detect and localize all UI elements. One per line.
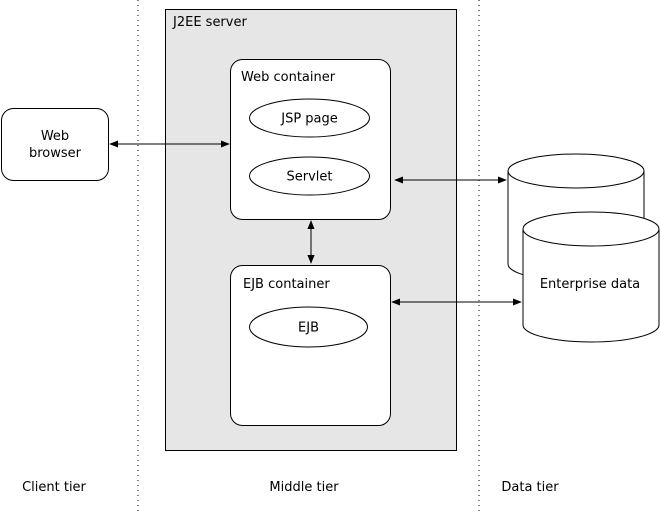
jsp-page-label: JSP page bbox=[280, 112, 338, 127]
web-container-label: Web container bbox=[241, 70, 336, 85]
database-cylinder-front bbox=[522, 211, 660, 343]
j2ee-server-label: J2EE server bbox=[172, 15, 247, 30]
web-browser-label-line2: browser bbox=[29, 146, 82, 161]
ejb-container-label: EJB container bbox=[243, 277, 330, 292]
web-browser-box bbox=[1, 108, 109, 181]
client-tier-label: Client tier bbox=[22, 480, 86, 495]
middle-tier-label: Middle tier bbox=[269, 480, 339, 495]
data-tier-label: Data tier bbox=[501, 480, 559, 495]
servlet-label: Servlet bbox=[287, 170, 333, 185]
jsp-page-node bbox=[249, 98, 370, 138]
web-browser-label-line1: Web bbox=[41, 129, 69, 144]
ejb-label: EJB bbox=[298, 321, 319, 336]
servlet-node bbox=[249, 156, 370, 196]
enterprise-data-label: Enterprise data bbox=[540, 277, 640, 292]
ejb-node bbox=[249, 306, 368, 348]
